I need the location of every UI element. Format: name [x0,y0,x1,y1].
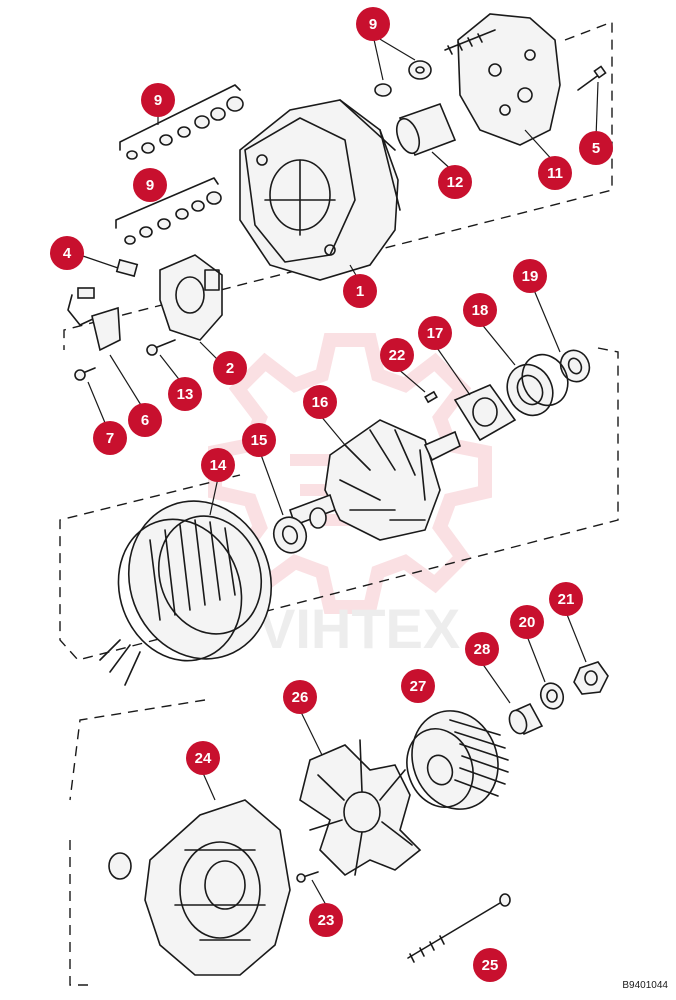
part-13-screw [146,339,176,356]
part-26-fan [299,739,422,877]
svg-text:2: 2 [226,360,234,377]
part-2-regulator [159,254,223,341]
svg-text:9: 9 [154,92,162,109]
callout-11: 11 [538,156,572,190]
part-20-washer [539,682,565,710]
callout-24: 24 [186,741,220,775]
part-9-nuts-top [374,60,432,97]
part-25-bolt [407,893,511,963]
svg-text:14: 14 [210,457,227,474]
svg-text:15: 15 [251,432,268,449]
svg-text:24: 24 [195,750,212,767]
part-22-key [424,390,438,404]
callout-13: 13 [168,377,202,411]
callout-5: 5 [579,131,613,165]
callout-25: 25 [473,948,507,982]
part-24-front-housing [108,799,291,976]
callout-2: 2 [213,351,247,385]
part-14-stator [99,500,273,686]
watermark-text: VIHTEX [258,597,460,660]
svg-text:1: 1 [356,283,364,300]
callout-20: 20 [510,605,544,639]
svg-text:20: 20 [519,614,536,631]
part-19-seal [559,349,591,383]
part-5-screw [577,65,607,91]
part-21-nut [573,661,609,695]
svg-text:17: 17 [427,325,444,342]
part-27-pulley [406,710,509,810]
svg-text:21: 21 [558,591,575,608]
svg-text:19: 19 [522,268,539,285]
callout-28: 28 [465,632,499,666]
part-18-bearing [506,353,569,417]
callout-4: 4 [50,236,84,270]
callout-14: 14 [201,448,235,482]
svg-text:9: 9 [146,177,154,194]
part-6-connector-wire [67,287,121,352]
assembly-guides [59,20,619,986]
callout-21: 21 [549,582,583,616]
callout-27: 27 [401,669,435,703]
callout-26: 26 [283,680,317,714]
part-7-screw [74,367,96,381]
callout-12: 12 [438,165,472,199]
callout-23: 23 [309,903,343,937]
callout-19: 19 [513,259,547,293]
svg-text:6: 6 [141,412,149,429]
callout-9-upper-left: 9 [141,83,175,117]
svg-text:4: 4 [63,245,72,262]
callout-6: 6 [128,403,162,437]
svg-text:16: 16 [312,394,329,411]
callout-7: 7 [93,421,127,455]
svg-text:12: 12 [447,174,464,191]
part-15-bearing [272,516,308,554]
callout-1: 1 [343,274,377,308]
callout-17: 17 [418,316,452,350]
part-16-rotor [288,419,461,541]
svg-text:25: 25 [482,957,499,974]
part-11-rectifier [444,13,561,146]
part-12-bushing [395,102,457,157]
svg-text:22: 22 [389,347,406,364]
leader-lines [79,34,599,906]
svg-text:9: 9 [369,16,377,33]
part-9-washers-upper-row [119,84,244,160]
svg-text:7: 7 [106,430,114,447]
part-23-screw [296,871,319,883]
callout-18: 18 [463,293,497,327]
part-4-brush [115,258,139,278]
callout-9-lower-left: 9 [133,168,167,202]
svg-text:5: 5 [592,140,600,157]
callout-9-top: 9 [356,7,390,41]
svg-text:26: 26 [292,689,309,706]
svg-text:11: 11 [547,165,563,182]
part-1-rear-housing [239,99,401,281]
reference-code: B9401044 [622,980,668,991]
part-9-washers-lower-row [115,177,222,245]
callouts: 9 5 11 12 9 9 1 4 [50,7,613,982]
svg-text:13: 13 [177,386,194,403]
svg-text:23: 23 [318,912,335,929]
part-17-retainer-plate [453,384,517,442]
svg-text:18: 18 [472,302,489,319]
callout-15: 15 [242,423,276,457]
callout-16: 16 [303,385,337,419]
svg-text:28: 28 [474,641,491,658]
part-28-spacer [508,702,544,736]
svg-text:27: 27 [410,678,427,695]
callout-22: 22 [380,338,414,372]
